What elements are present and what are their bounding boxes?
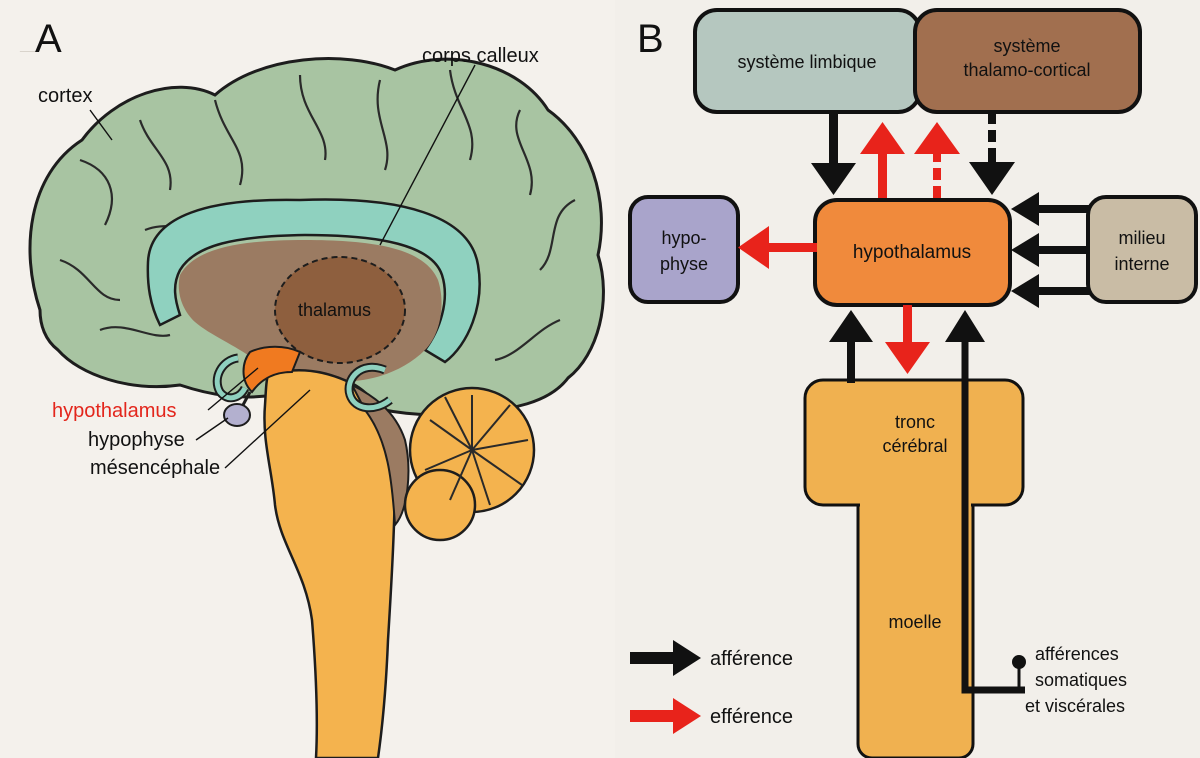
label-thalamus: thalamus: [298, 300, 371, 320]
label-tronc-line1: tronc: [895, 412, 935, 432]
label-milieu-line2: interne: [1114, 254, 1169, 274]
box-milieu-interne: [1088, 197, 1196, 302]
label-hypothalamus-box: hypothalamus: [853, 242, 971, 263]
panel-b-connection-diagram: afférence efférence B système limbique s…: [615, 0, 1200, 758]
label-systeme-limbique: système limbique: [737, 52, 876, 72]
legend-efference-arrow: [630, 710, 675, 722]
label-afferences-line1: afférences: [1035, 644, 1119, 664]
label-corps-calleux: corps calleux: [422, 45, 539, 67]
legend-efference-label: efférence: [710, 706, 793, 728]
label-tronc-line2: cérébral: [882, 436, 947, 456]
label-hypophyse-line1: hypo-: [661, 228, 706, 248]
brain-illustration: —: [0, 0, 615, 758]
panel-a-brain-section: —: [0, 0, 615, 758]
legend-afference-label: afférence: [710, 648, 793, 670]
label-hypophyse: hypophyse: [88, 429, 185, 451]
label-mesencephale: mésencéphale: [90, 457, 220, 479]
label-afferences-line3: et viscérales: [1025, 696, 1125, 716]
label-thalamo-line2: thalamo-cortical: [963, 60, 1090, 80]
label-milieu-line1: milieu: [1118, 228, 1165, 248]
panel-a-letter: A: [35, 17, 62, 61]
cerebellum-shape: [405, 388, 534, 540]
label-hypophyse-line2: physe: [660, 254, 708, 274]
box-hypophyse: [630, 197, 738, 302]
label-cortex: cortex: [38, 85, 92, 107]
label-afferences-line2: somatiques: [1035, 670, 1127, 690]
hypothalamus-diagram: afférence efférence B système limbique s…: [615, 0, 1200, 758]
legend: afférence efférence: [630, 640, 793, 734]
legend-afference-arrow: [630, 652, 675, 664]
label-hypothalamus: hypothalamus: [52, 400, 177, 422]
panel-b-letter: B: [637, 17, 664, 61]
hypophyse-shape: [224, 404, 250, 426]
label-moelle: moelle: [888, 612, 941, 632]
tronc-moelle-join: [860, 498, 971, 512]
label-thalamo-line1: système: [993, 36, 1060, 56]
